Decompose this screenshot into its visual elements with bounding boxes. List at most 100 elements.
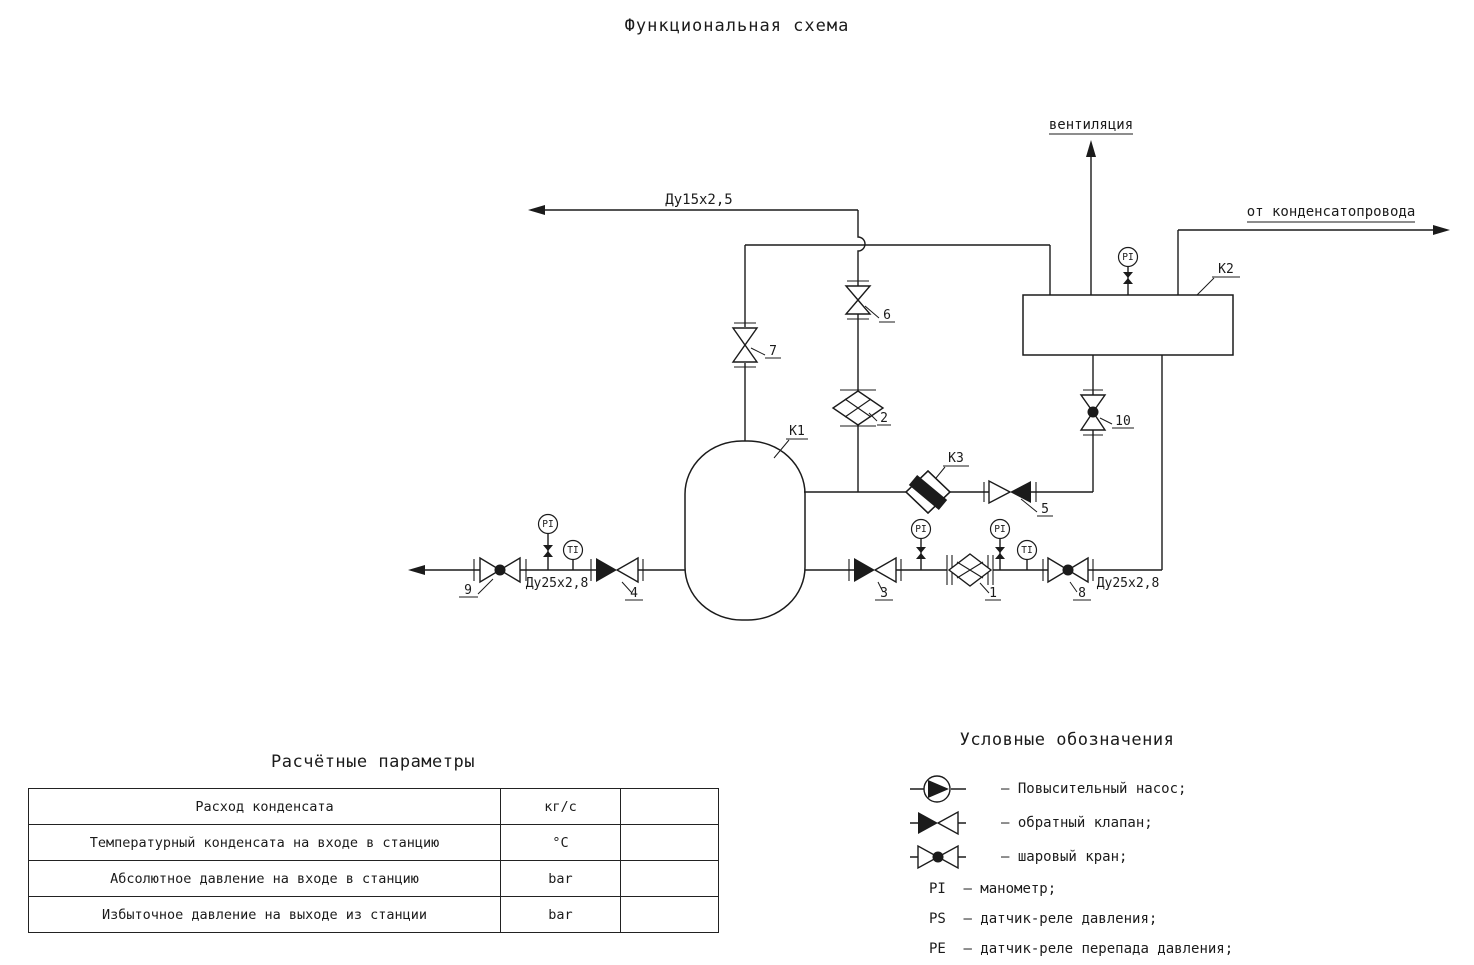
equipment-tag: К3	[948, 451, 964, 466]
callout-k3: К3	[935, 451, 969, 479]
ti-label: TI	[567, 545, 578, 556]
callout-8: 8	[1069, 581, 1091, 601]
tank-k1	[684, 440, 806, 621]
pi-label: PI	[994, 524, 1005, 535]
svg-text:от конденсатопровода: от конденсатопровода	[1247, 204, 1416, 220]
ball-valve-icon	[910, 844, 966, 870]
svg-text:вентиляция: вентиляция	[1049, 117, 1133, 133]
abbr-label: – датчик-реле перепада давления;	[963, 941, 1234, 957]
legend-item-label: – обратный клапан;	[1001, 815, 1153, 831]
instrument-ti-left: TI	[562, 539, 584, 561]
callout-2: 2	[868, 411, 891, 426]
param-unit: bar	[500, 896, 621, 933]
ball-valve-9	[473, 556, 527, 584]
label-ventilation: вентиляция	[1049, 117, 1133, 135]
gauge-valves	[543, 272, 1133, 559]
check-valve-icon	[910, 810, 966, 836]
label-du15: Ду15х2,5	[665, 192, 732, 208]
legend-section: Условные обозначения – Повысительный нас…	[905, 730, 1445, 964]
legend-item-check-valve: – обратный клапан;	[905, 806, 1445, 840]
pi-label: PI	[1122, 252, 1133, 263]
callout-4: 4	[621, 581, 643, 601]
check-valve-3	[848, 556, 902, 584]
ti-label: TI	[1021, 545, 1032, 556]
tank-k2	[1022, 294, 1234, 356]
device-1-strainer	[946, 553, 994, 587]
label-du25-left: Ду25х2,8	[526, 576, 589, 591]
instrument-pi-right: PI	[989, 518, 1011, 540]
param-name: Абсолютное давление на входе в станцию	[28, 860, 501, 897]
param-value	[620, 860, 719, 897]
callout-6: 6	[864, 305, 895, 323]
table-row: Температурный конденсата на входе в стан…	[28, 824, 719, 861]
callout-k2: К2	[1196, 262, 1240, 296]
item-number: 9	[464, 583, 472, 598]
param-unit: кг/с	[500, 788, 621, 825]
legend-item-label: – шаровый кран;	[1001, 849, 1128, 865]
item-number: 4	[630, 586, 638, 601]
item-number: 5	[1041, 502, 1049, 517]
legend-abbr-pi: PI – манометр;	[905, 874, 1445, 904]
functional-schematic: PI TI PI PI TI PI 7 6 2 10 5 9	[408, 117, 1450, 621]
table-row: Расход конденсата кг/с	[28, 788, 719, 825]
param-value	[620, 788, 719, 825]
item-number: 6	[883, 308, 891, 323]
label-from-condensate: от конденсатопровода	[1247, 204, 1416, 223]
equipment-tag: К1	[789, 424, 805, 439]
table-row: Избыточное давление на выходе из станции…	[28, 896, 719, 933]
legend-item-ball-valve: – шаровый кран;	[905, 840, 1445, 874]
param-unit: °C	[500, 824, 621, 861]
item-number: 8	[1078, 586, 1086, 601]
item-number: 1	[989, 586, 997, 601]
pump-icon	[910, 775, 966, 803]
ball-valve-10	[1079, 389, 1107, 436]
abbr-label: – датчик-реле давления;	[963, 911, 1158, 927]
item-number: 10	[1115, 414, 1131, 429]
instrument-ti-right: TI	[1016, 539, 1038, 561]
check-valve-5	[983, 479, 1037, 505]
equipment-tag: К2	[1218, 262, 1234, 277]
callout-1: 1	[979, 582, 1001, 601]
callout-5: 5	[1020, 498, 1053, 517]
ball-valve-8	[1042, 556, 1094, 584]
arrow-up-ventilation	[1086, 140, 1096, 157]
param-value	[620, 824, 719, 861]
arrow-right-condensate	[1433, 225, 1450, 235]
callout-10: 10	[1099, 414, 1134, 429]
legend-abbr-pe: PE – датчик-реле перепада давления;	[905, 934, 1445, 964]
device-2-breather	[831, 389, 885, 427]
callout-7: 7	[750, 344, 781, 359]
abbr-label: – манометр;	[963, 881, 1057, 897]
param-unit: bar	[500, 860, 621, 897]
item-number: 3	[880, 586, 888, 601]
abbr-code: PE	[929, 941, 946, 957]
abbr-code: PI	[929, 881, 946, 897]
param-name: Температурный конденсата на входе в стан…	[28, 824, 501, 861]
arrow-left-du15	[528, 205, 545, 215]
table-row: Абсолютное давление на входе в станцию b…	[28, 860, 719, 897]
valve-6	[844, 280, 872, 320]
filter-k3	[904, 470, 952, 514]
legend-title: Условные обозначения	[959, 730, 1175, 750]
valve-7	[731, 322, 759, 368]
page-title: Функциональная схема	[624, 16, 850, 36]
param-name: Расход конденсата	[28, 788, 501, 825]
item-number: 2	[880, 411, 888, 426]
check-valve-4	[590, 556, 644, 584]
legend-item-label: – Повысительный насос;	[1001, 781, 1187, 797]
item-number: 7	[769, 344, 777, 359]
parameters-title: Расчётные параметры	[271, 752, 475, 772]
flow-arrows	[408, 140, 1450, 575]
callout-3: 3	[875, 581, 893, 601]
callout-9: 9	[459, 578, 494, 598]
label-du25-right: Ду25х2,8	[1097, 576, 1160, 591]
legend-item-pump: – Повысительный насос;	[905, 772, 1445, 806]
instrument-pi-left: PI	[537, 513, 559, 535]
parameters-section: Расчётные параметры Расход конденсата кг…	[28, 752, 719, 933]
param-name: Избыточное давление на выходе из станции	[28, 896, 501, 933]
legend-abbr-ps: PS – датчик-реле давления;	[905, 904, 1445, 934]
instrument-pi-mid: PI	[910, 518, 932, 540]
abbr-code: PS	[929, 911, 946, 927]
callout-k1: К1	[773, 424, 808, 459]
arrow-left-main	[408, 565, 425, 575]
